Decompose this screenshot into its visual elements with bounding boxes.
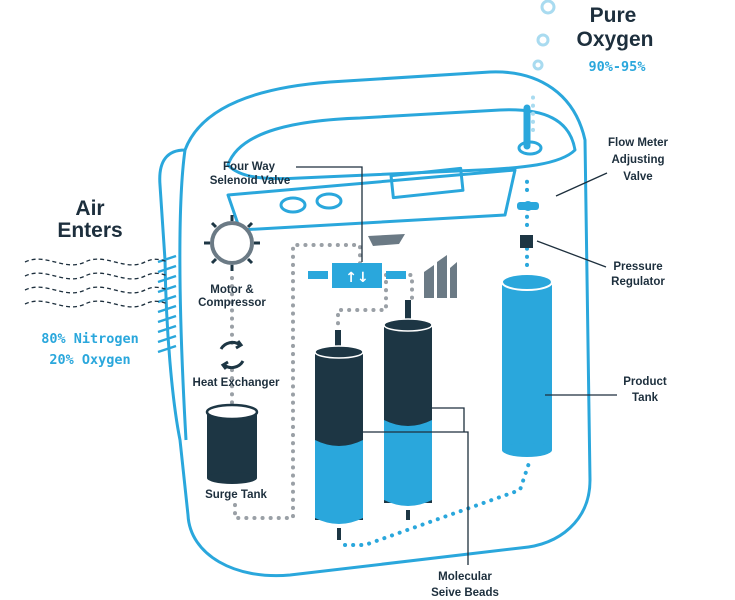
air-flow-lines xyxy=(24,258,169,308)
surge-tank-label: Surge Tank xyxy=(205,489,267,501)
leader-pressure xyxy=(536,240,607,268)
sieve-column-right xyxy=(383,300,433,520)
solenoid-valve: ↑↓ xyxy=(308,263,406,288)
bubble-1 xyxy=(540,0,556,15)
flow-meter-valve xyxy=(517,201,539,211)
input-title-line1: Air xyxy=(75,197,104,220)
input-title-line2: Enters xyxy=(57,219,122,242)
air-intake-vent xyxy=(157,254,177,354)
leader-lines xyxy=(296,166,617,565)
flow-meter-label-line2: Adjusting xyxy=(611,154,664,166)
leader-flow-meter xyxy=(555,172,608,197)
sieve-label-line2: Seive Beads xyxy=(431,587,499,599)
motor-label-line2: Compressor xyxy=(198,297,266,309)
flow-meter-label-line3: Valve xyxy=(623,171,652,183)
input-nitrogen: 80% Nitrogen xyxy=(41,331,139,347)
sieve-label-line1: Molecular xyxy=(438,571,492,583)
flow-meter-label-line1: Flow Meter xyxy=(608,137,669,149)
leader-valve xyxy=(296,166,363,262)
pressure-label-line2: Regulator xyxy=(611,276,665,288)
product-tank xyxy=(501,273,553,457)
gray-bars-icon xyxy=(424,255,457,298)
blue-flow-paths xyxy=(343,173,532,547)
motor-label-line1: Motor & xyxy=(210,284,253,296)
handle-top xyxy=(226,108,577,181)
heat-exchanger-label: Heat Exchanger xyxy=(193,377,280,389)
sieve-column-left xyxy=(314,330,364,540)
output-title-line2: Oxygen xyxy=(576,28,653,51)
panel-button-2 xyxy=(315,192,343,210)
heat-exchanger-icon xyxy=(219,340,245,370)
input-oxygen: 20% Oxygen xyxy=(49,352,130,368)
leader-sieve xyxy=(363,407,469,565)
display-screen xyxy=(389,166,465,200)
device-outline xyxy=(158,70,592,578)
device-side-line xyxy=(178,149,188,441)
bubble-2 xyxy=(536,33,550,47)
valve-side-left xyxy=(308,271,328,279)
device-body xyxy=(158,70,592,578)
valve-side-right xyxy=(386,271,406,279)
oxygen-bubbles xyxy=(532,0,556,71)
valve-label-line1: Four Way xyxy=(223,161,276,173)
valve-arrows-glyph: ↑↓ xyxy=(345,270,368,286)
motor-compressor-icon xyxy=(204,215,260,271)
gray-bar-icon xyxy=(368,234,405,246)
panel-button-1 xyxy=(279,196,307,214)
product-tank-label-line2: Tank xyxy=(632,392,659,404)
output-percent: 90%-95% xyxy=(589,59,647,75)
valve-body xyxy=(332,263,382,288)
surge-tank xyxy=(205,403,259,484)
output-title-line1: Pure xyxy=(590,4,637,27)
pressure-regulator xyxy=(520,235,533,248)
pressure-label-line1: Pressure xyxy=(613,261,662,273)
control-panel xyxy=(226,168,517,232)
valve-label-line2: Selenoid Valve xyxy=(210,175,291,187)
bubble-3 xyxy=(532,59,544,71)
product-tank-label-line1: Product xyxy=(623,376,667,388)
